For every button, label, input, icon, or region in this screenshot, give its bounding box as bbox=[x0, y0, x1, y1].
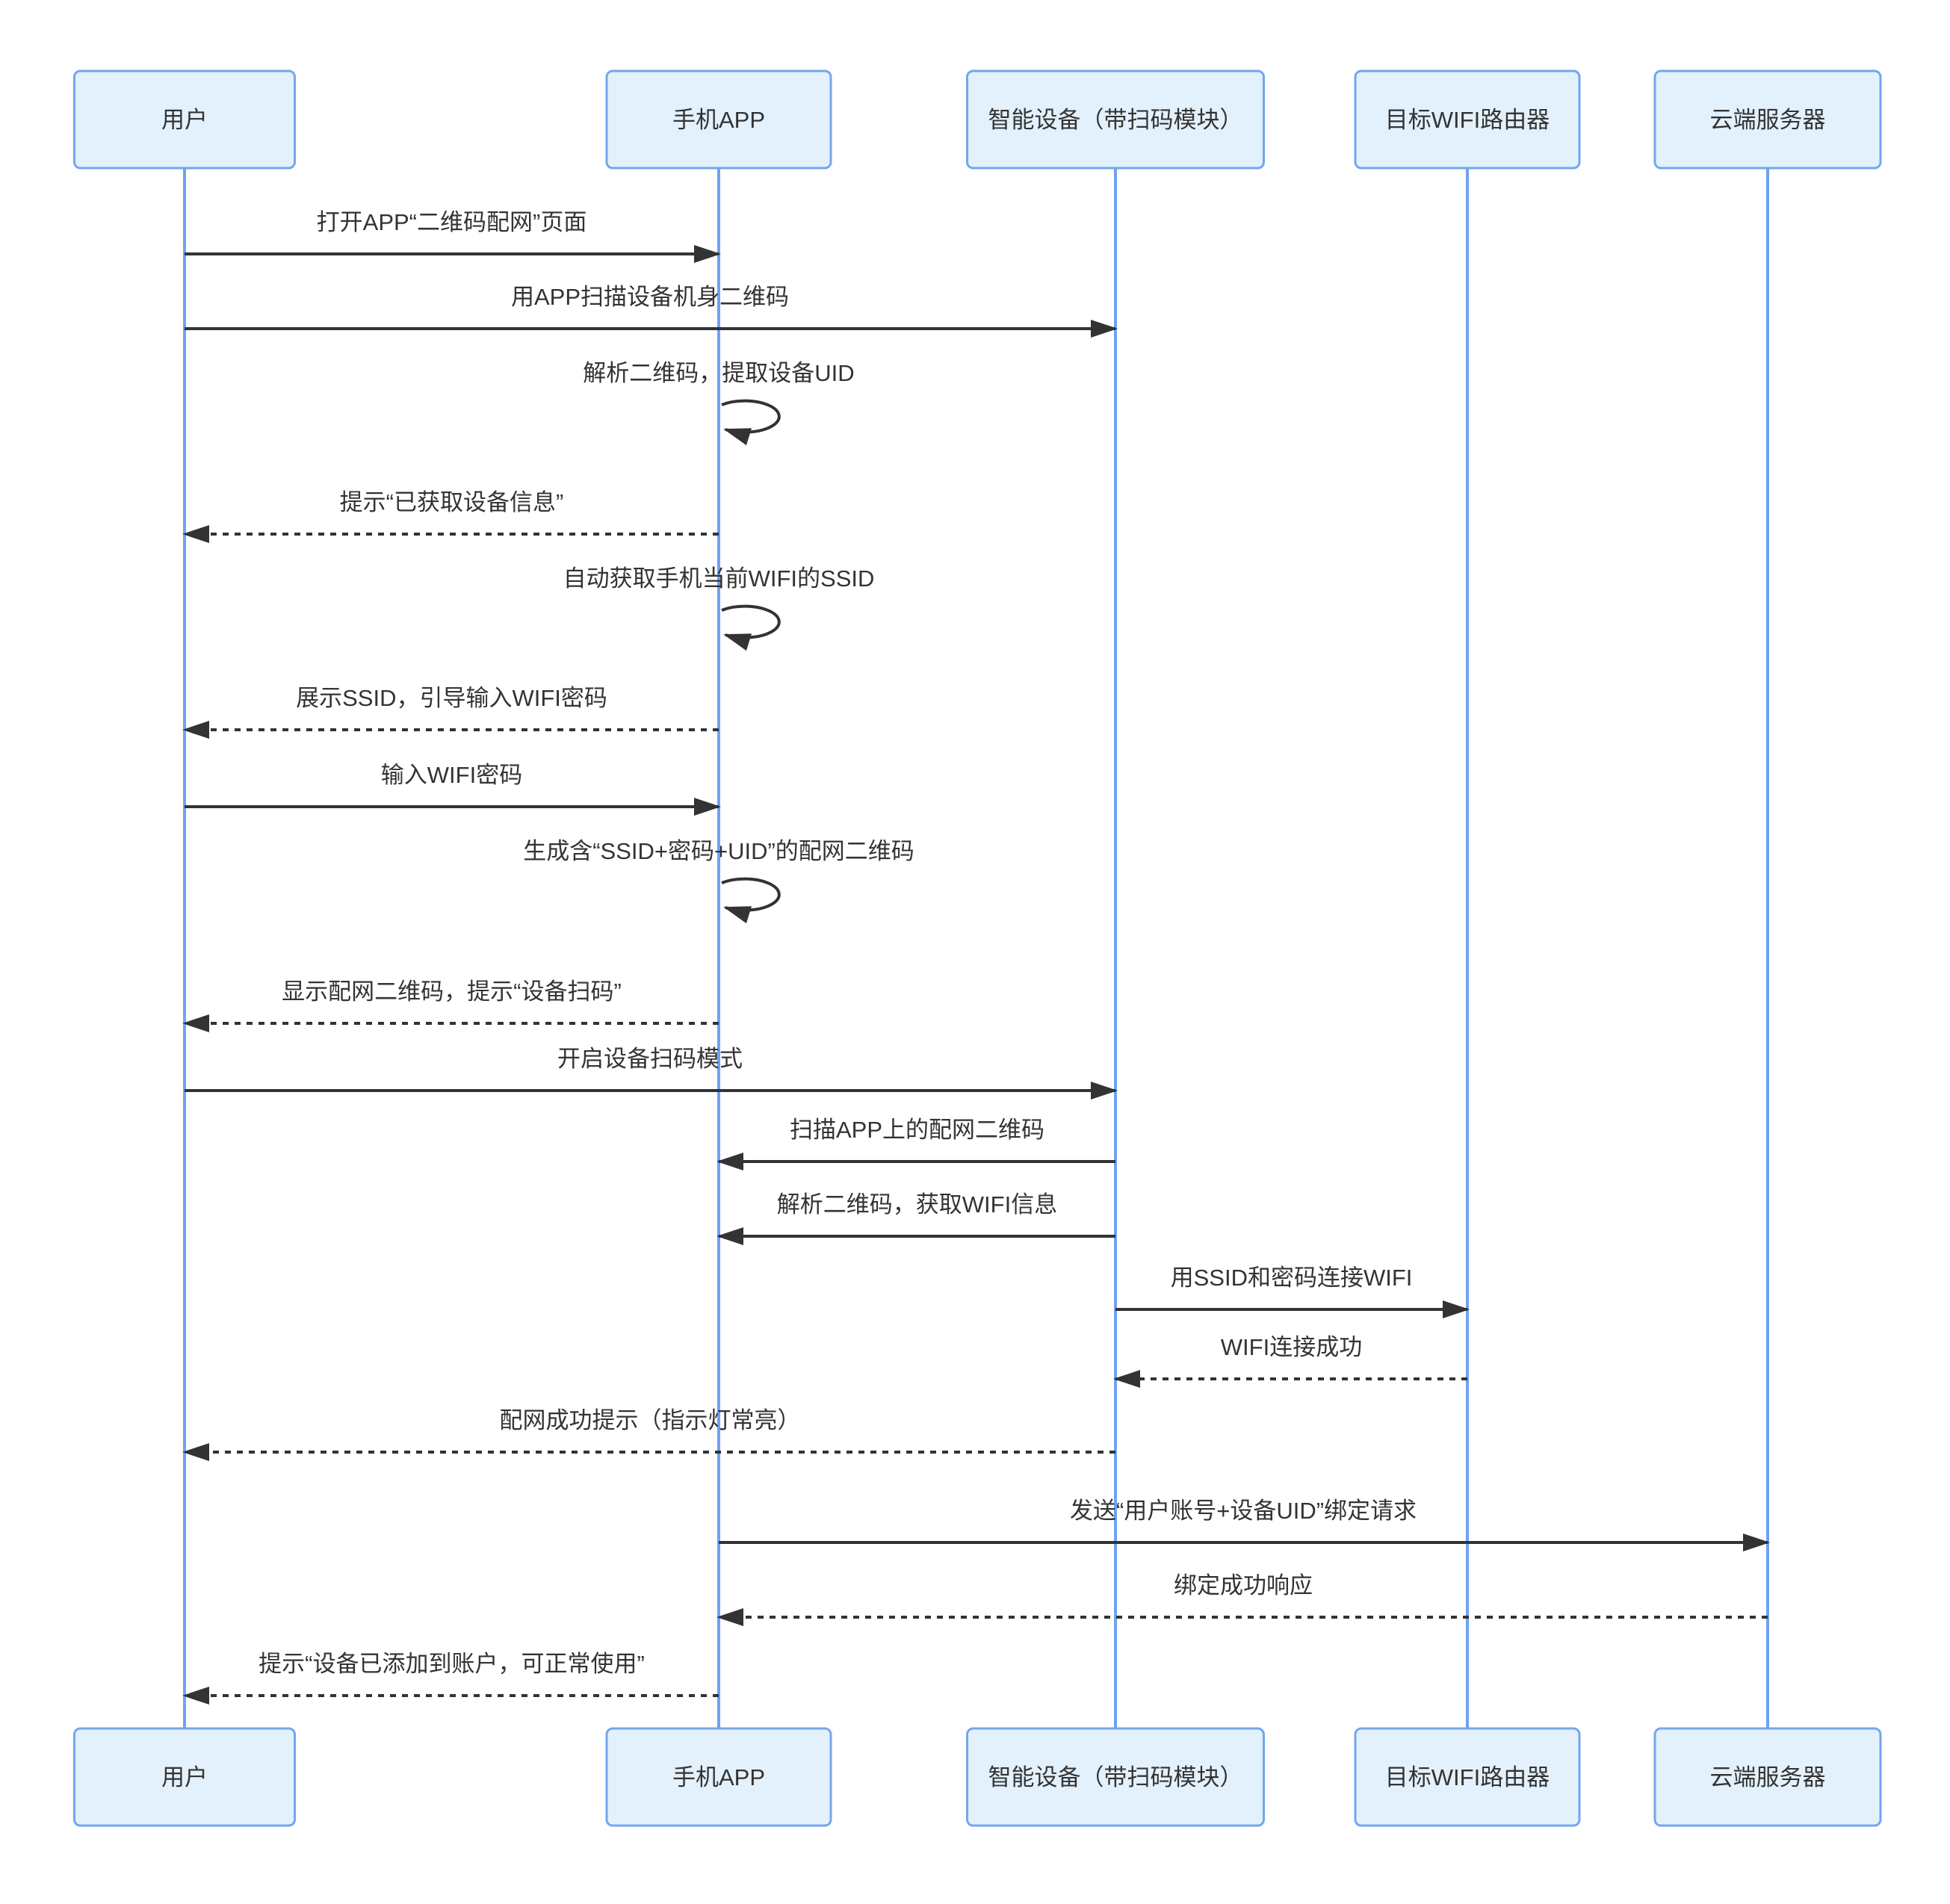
message-label-6: 输入WIFI密码 bbox=[381, 762, 522, 788]
self-loop-7 bbox=[721, 877, 781, 924]
actor-box-top-wifi-router bbox=[1354, 69, 1581, 170]
message-label-10: 扫描APP上的配网二维码 bbox=[790, 1117, 1044, 1143]
actor-label-bottom-phone-app: 手机APP bbox=[672, 1764, 765, 1790]
actor-label-top-smart-device: 智能设备（带扫码模块） bbox=[988, 107, 1243, 133]
actor-box-top-cloud-server bbox=[1653, 69, 1882, 170]
actor-box-bottom-user bbox=[73, 1727, 296, 1827]
actor-box-bottom-cloud-server bbox=[1653, 1727, 1882, 1827]
actor-box-bottom-phone-app bbox=[605, 1727, 832, 1827]
message-label-3: 提示“已获取设备信息” bbox=[340, 489, 564, 515]
actor-label-bottom-user: 用户 bbox=[161, 1764, 208, 1790]
message-label-11: 解析二维码，获取WIFI信息 bbox=[777, 1191, 1057, 1218]
message-label-15: 发送“用户账号+设备UID”绑定请求 bbox=[1070, 1498, 1417, 1524]
message-label-9: 开启设备扫码模式 bbox=[557, 1046, 743, 1072]
message-label-4: 自动获取手机当前WIFI的SSID bbox=[563, 565, 875, 592]
message-label-16: 绑定成功响应 bbox=[1174, 1572, 1313, 1598]
message-label-14: 配网成功提示（指示灯常亮） bbox=[500, 1407, 801, 1433]
self-loop-4 bbox=[721, 604, 781, 651]
actor-label-top-user: 用户 bbox=[161, 107, 208, 133]
actor-label-top-wifi-router: 目标WIFI路由器 bbox=[1385, 107, 1550, 133]
actor-label-top-phone-app: 手机APP bbox=[672, 107, 765, 133]
actor-box-top-user bbox=[73, 69, 296, 170]
message-label-17: 提示“设备已添加到账户，可正常使用” bbox=[259, 1651, 645, 1677]
actor-box-top-phone-app bbox=[605, 69, 832, 170]
actor-box-top-smart-device bbox=[966, 69, 1265, 170]
message-label-2: 解析二维码，提取设备UID bbox=[583, 360, 854, 386]
message-label-0: 打开APP“二维码配网”页面 bbox=[317, 209, 587, 235]
message-label-7: 生成含“SSID+密码+UID”的配网二维码 bbox=[523, 838, 914, 864]
message-label-12: 用SSID和密码连接WIFI bbox=[1171, 1265, 1413, 1291]
message-label-13: WIFI连接成功 bbox=[1221, 1334, 1362, 1360]
actor-label-bottom-smart-device: 智能设备（带扫码模块） bbox=[988, 1764, 1243, 1790]
actor-box-bottom-wifi-router bbox=[1354, 1727, 1581, 1827]
actor-label-bottom-wifi-router: 目标WIFI路由器 bbox=[1385, 1764, 1550, 1790]
actor-box-bottom-smart-device bbox=[966, 1727, 1265, 1827]
actor-label-bottom-cloud-server: 云端服务器 bbox=[1710, 1764, 1826, 1790]
message-label-8: 显示配网二维码，提示“设备扫码” bbox=[282, 979, 622, 1005]
message-label-1: 用APP扫描设备机身二维码 bbox=[511, 284, 789, 310]
actor-label-top-cloud-server: 云端服务器 bbox=[1710, 107, 1826, 133]
message-label-5: 展示SSID，引导输入WIFI密码 bbox=[296, 685, 607, 711]
self-loop-2 bbox=[721, 399, 781, 446]
